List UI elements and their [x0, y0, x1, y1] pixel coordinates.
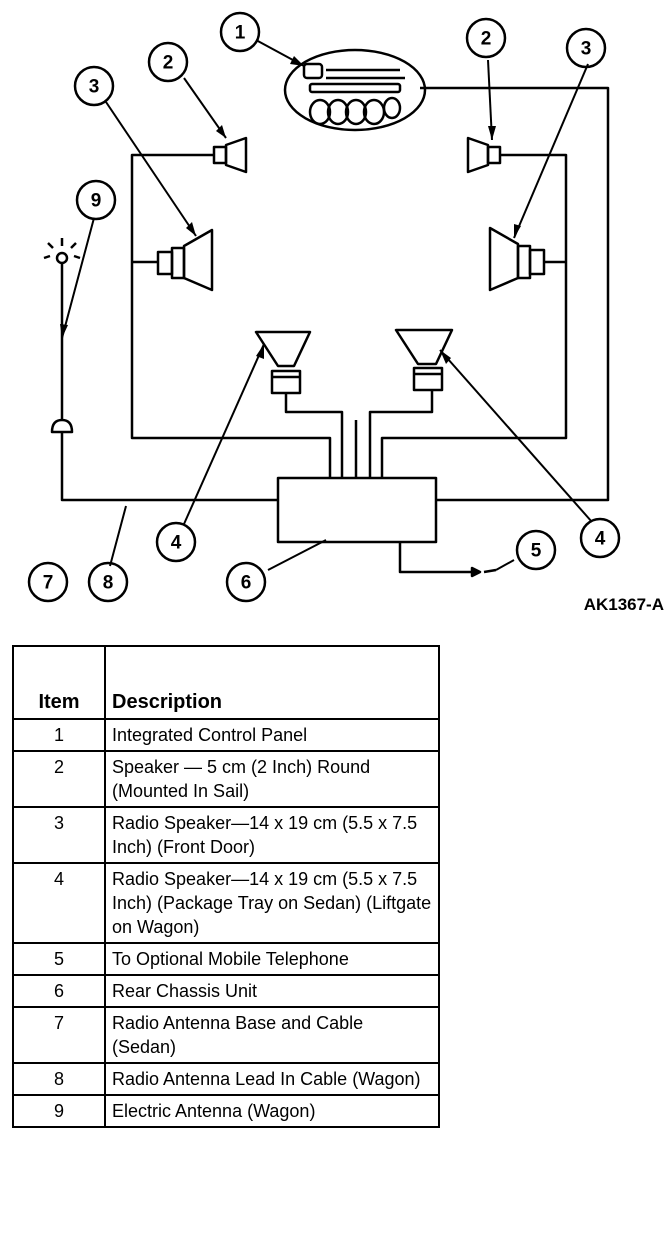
callout-3-right: 3: [581, 39, 592, 60]
table-row: 6 Rear Chassis Unit: [12, 974, 440, 1008]
callout-4-left: 4: [171, 533, 182, 554]
integrated-control-panel: [283, 48, 427, 132]
table-row: 2 Speaker — 5 cm (2 Inch) Round (Mounted…: [12, 750, 440, 808]
arrowheads: [60, 56, 521, 364]
item-description: Radio Antenna Base and Cable (Sedan): [104, 1006, 440, 1064]
item-description: Speaker — 5 cm (2 Inch) Round (Mounted I…: [104, 750, 440, 808]
item-number: 2: [12, 750, 106, 808]
callout-7: 7: [43, 573, 54, 594]
item-description: Rear Chassis Unit: [104, 974, 440, 1008]
item-header: Item: [12, 645, 106, 720]
table-row: 4 Radio Speaker—14 x 19 cm (5.5 x 7.5 In…: [12, 862, 440, 944]
item-number: 4: [12, 862, 106, 944]
callout-4-right: 4: [595, 529, 606, 550]
telephone-connector: [470, 566, 497, 578]
table-row: 7 Radio Antenna Base and Cable (Sedan): [12, 1006, 440, 1064]
callout-2-right: 2: [481, 29, 492, 50]
leader-lines: [61, 39, 593, 571]
description-header: Description: [104, 645, 440, 720]
item-description: Radio Speaker—14 x 19 cm (5.5 x 7.5 Inch…: [104, 862, 440, 944]
callout-circles: [27, 11, 621, 603]
item-description: Radio Speaker—14 x 19 cm (5.5 x 7.5 Inch…: [104, 806, 440, 864]
table-row: 3 Radio Speaker—14 x 19 cm (5.5 x 7.5 In…: [12, 806, 440, 864]
callout-5: 5: [531, 541, 542, 562]
right-rear-speaker: [394, 328, 454, 392]
item-number: 7: [12, 1006, 106, 1064]
table-row: 9 Electric Antenna (Wagon): [12, 1094, 440, 1128]
callout-9: 9: [91, 191, 102, 212]
rear-chassis-unit: [276, 476, 438, 544]
item-number: 9: [12, 1094, 106, 1128]
item-number: 5: [12, 942, 106, 976]
callout-8: 8: [103, 573, 114, 594]
item-description: To Optional Mobile Telephone: [104, 942, 440, 976]
left-tweeter: [212, 136, 248, 174]
item-number: 3: [12, 806, 106, 864]
item-number: 1: [12, 718, 106, 752]
item-number: 6: [12, 974, 106, 1008]
table-row: 5 To Optional Mobile Telephone: [12, 942, 440, 976]
left-door-speaker: [156, 228, 214, 292]
wiring-diagram: 1 2 2 3 3 9 4 4 5 6 7 8 AK1367-A: [27, 11, 664, 614]
item-description: Integrated Control Panel: [104, 718, 440, 752]
item-description: Electric Antenna (Wagon): [104, 1094, 440, 1128]
callout-1: 1: [235, 23, 246, 44]
legend-table: Item Description 1 Integrated Control Pa…: [12, 645, 440, 1128]
table-row: 8 Radio Antenna Lead In Cable (Wagon): [12, 1062, 440, 1096]
electric-antenna: [43, 238, 81, 434]
left-rear-speaker: [254, 330, 312, 395]
callout-6: 6: [241, 573, 252, 594]
wiring-lines: [60, 86, 610, 574]
table-row: 1 Integrated Control Panel: [12, 718, 440, 752]
right-tweeter: [466, 136, 502, 174]
callout-3-left: 3: [89, 77, 100, 98]
callout-2-left: 2: [163, 53, 174, 74]
item-number: 8: [12, 1062, 106, 1096]
legend-header-row: Item Description: [12, 645, 440, 720]
right-door-speaker: [488, 226, 546, 292]
figure-id: AK1367-A: [584, 595, 664, 614]
item-description: Radio Antenna Lead In Cable (Wagon): [104, 1062, 440, 1096]
